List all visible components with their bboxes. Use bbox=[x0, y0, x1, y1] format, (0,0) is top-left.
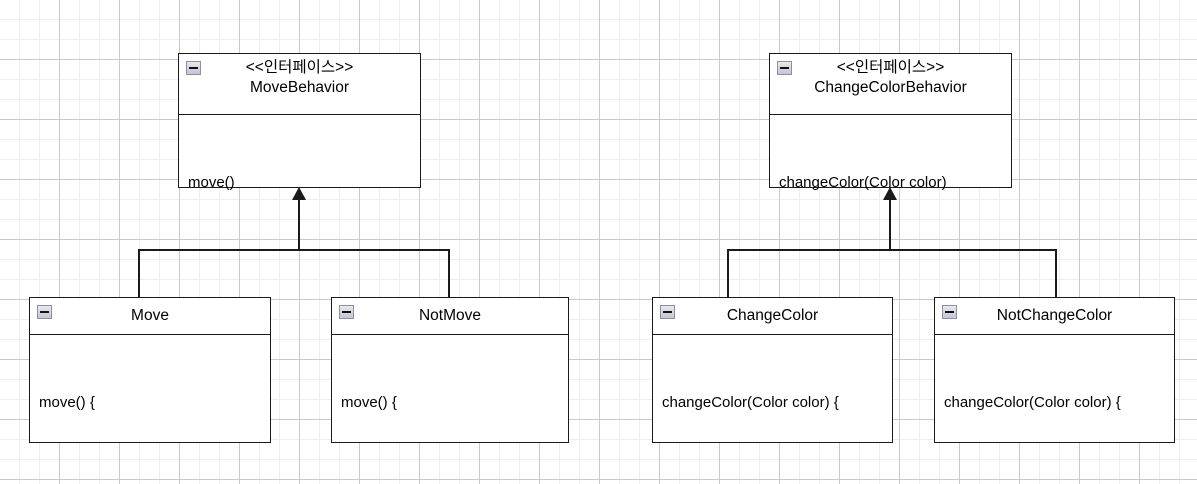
class-body-move: move() { //이동 구현 } bbox=[30, 335, 270, 484]
interface-name: ChangeColorBehavior bbox=[814, 78, 967, 96]
class-name: Move bbox=[131, 306, 169, 324]
interface-stereotype: <<인터페이스>> bbox=[245, 59, 354, 76]
connector-vertical-move-behavior bbox=[298, 199, 300, 250]
interface-operations-change-color-behavior: changeColor(Color color) bbox=[770, 115, 1011, 246]
minus-icon[interactable] bbox=[37, 305, 52, 319]
connector-horizontal-change-color-group bbox=[727, 249, 1057, 251]
class-name: NotMove bbox=[418, 306, 482, 324]
class-box-move[interactable]: Move move() { //이동 구현 } bbox=[29, 297, 271, 443]
interface-header-change-color-behavior: <<인터페이스>> ChangeColorBehavior bbox=[770, 54, 1011, 115]
class-header-not-move: NotMove bbox=[332, 298, 568, 335]
realization-arrowhead-change-color-behavior bbox=[883, 187, 897, 200]
interface-box-move-behavior[interactable]: <<인터페이스>> MoveBehavior move() bbox=[178, 53, 421, 191]
minus-icon[interactable] bbox=[660, 305, 675, 319]
code-line: changeColor(Color color) { bbox=[662, 393, 839, 411]
class-name: NotChangeColor bbox=[996, 306, 1113, 324]
connector-drop-change-color bbox=[727, 249, 729, 298]
code-line: move() { bbox=[341, 393, 397, 411]
connector-drop-not-change-color bbox=[1055, 249, 1057, 298]
class-header-change-color: ChangeColor bbox=[653, 298, 892, 335]
minus-icon[interactable] bbox=[339, 305, 354, 319]
class-box-not-change-color[interactable]: NotChangeColor changeColor(Color color) … bbox=[934, 297, 1175, 443]
interface-operations-move-behavior: move() bbox=[179, 115, 420, 246]
connector-horizontal-move-group bbox=[138, 249, 450, 251]
class-body-not-change-color: changeColor(Color color) { //아무것도 하지 않음 … bbox=[935, 335, 1174, 484]
connector-drop-not-move bbox=[448, 249, 450, 298]
class-header-not-change-color: NotChangeColor bbox=[935, 298, 1174, 335]
minus-icon[interactable] bbox=[777, 61, 792, 75]
interface-header-move-behavior: <<인터페이스>> MoveBehavior bbox=[179, 54, 420, 115]
interface-box-change-color-behavior[interactable]: <<인터페이스>> ChangeColorBehavior changeColo… bbox=[769, 53, 1012, 191]
minus-icon[interactable] bbox=[942, 305, 957, 319]
class-box-change-color[interactable]: ChangeColor changeColor(Color color) { /… bbox=[652, 297, 893, 443]
class-name: ChangeColor bbox=[726, 306, 819, 324]
operation-signature: changeColor(Color color) bbox=[779, 173, 947, 191]
code-line: move() { bbox=[39, 393, 95, 411]
class-header-move: Move bbox=[30, 298, 270, 335]
connector-drop-move bbox=[138, 249, 140, 298]
minus-icon[interactable] bbox=[186, 61, 201, 75]
operation-signature: move() bbox=[188, 173, 235, 191]
class-body-change-color: changeColor(Color color) { //색상을 바꾸는 구현 … bbox=[653, 335, 892, 484]
class-body-not-move: move() { //아무것도 하지 않음 } bbox=[332, 335, 568, 484]
code-line: changeColor(Color color) { bbox=[944, 393, 1121, 411]
connector-vertical-change-color-behavior bbox=[889, 199, 891, 250]
class-box-not-move[interactable]: NotMove move() { //아무것도 하지 않음 } bbox=[331, 297, 569, 443]
realization-arrowhead-move-behavior bbox=[292, 187, 306, 200]
interface-name: MoveBehavior bbox=[249, 78, 350, 96]
interface-stereotype: <<인터페이스>> bbox=[836, 59, 945, 76]
